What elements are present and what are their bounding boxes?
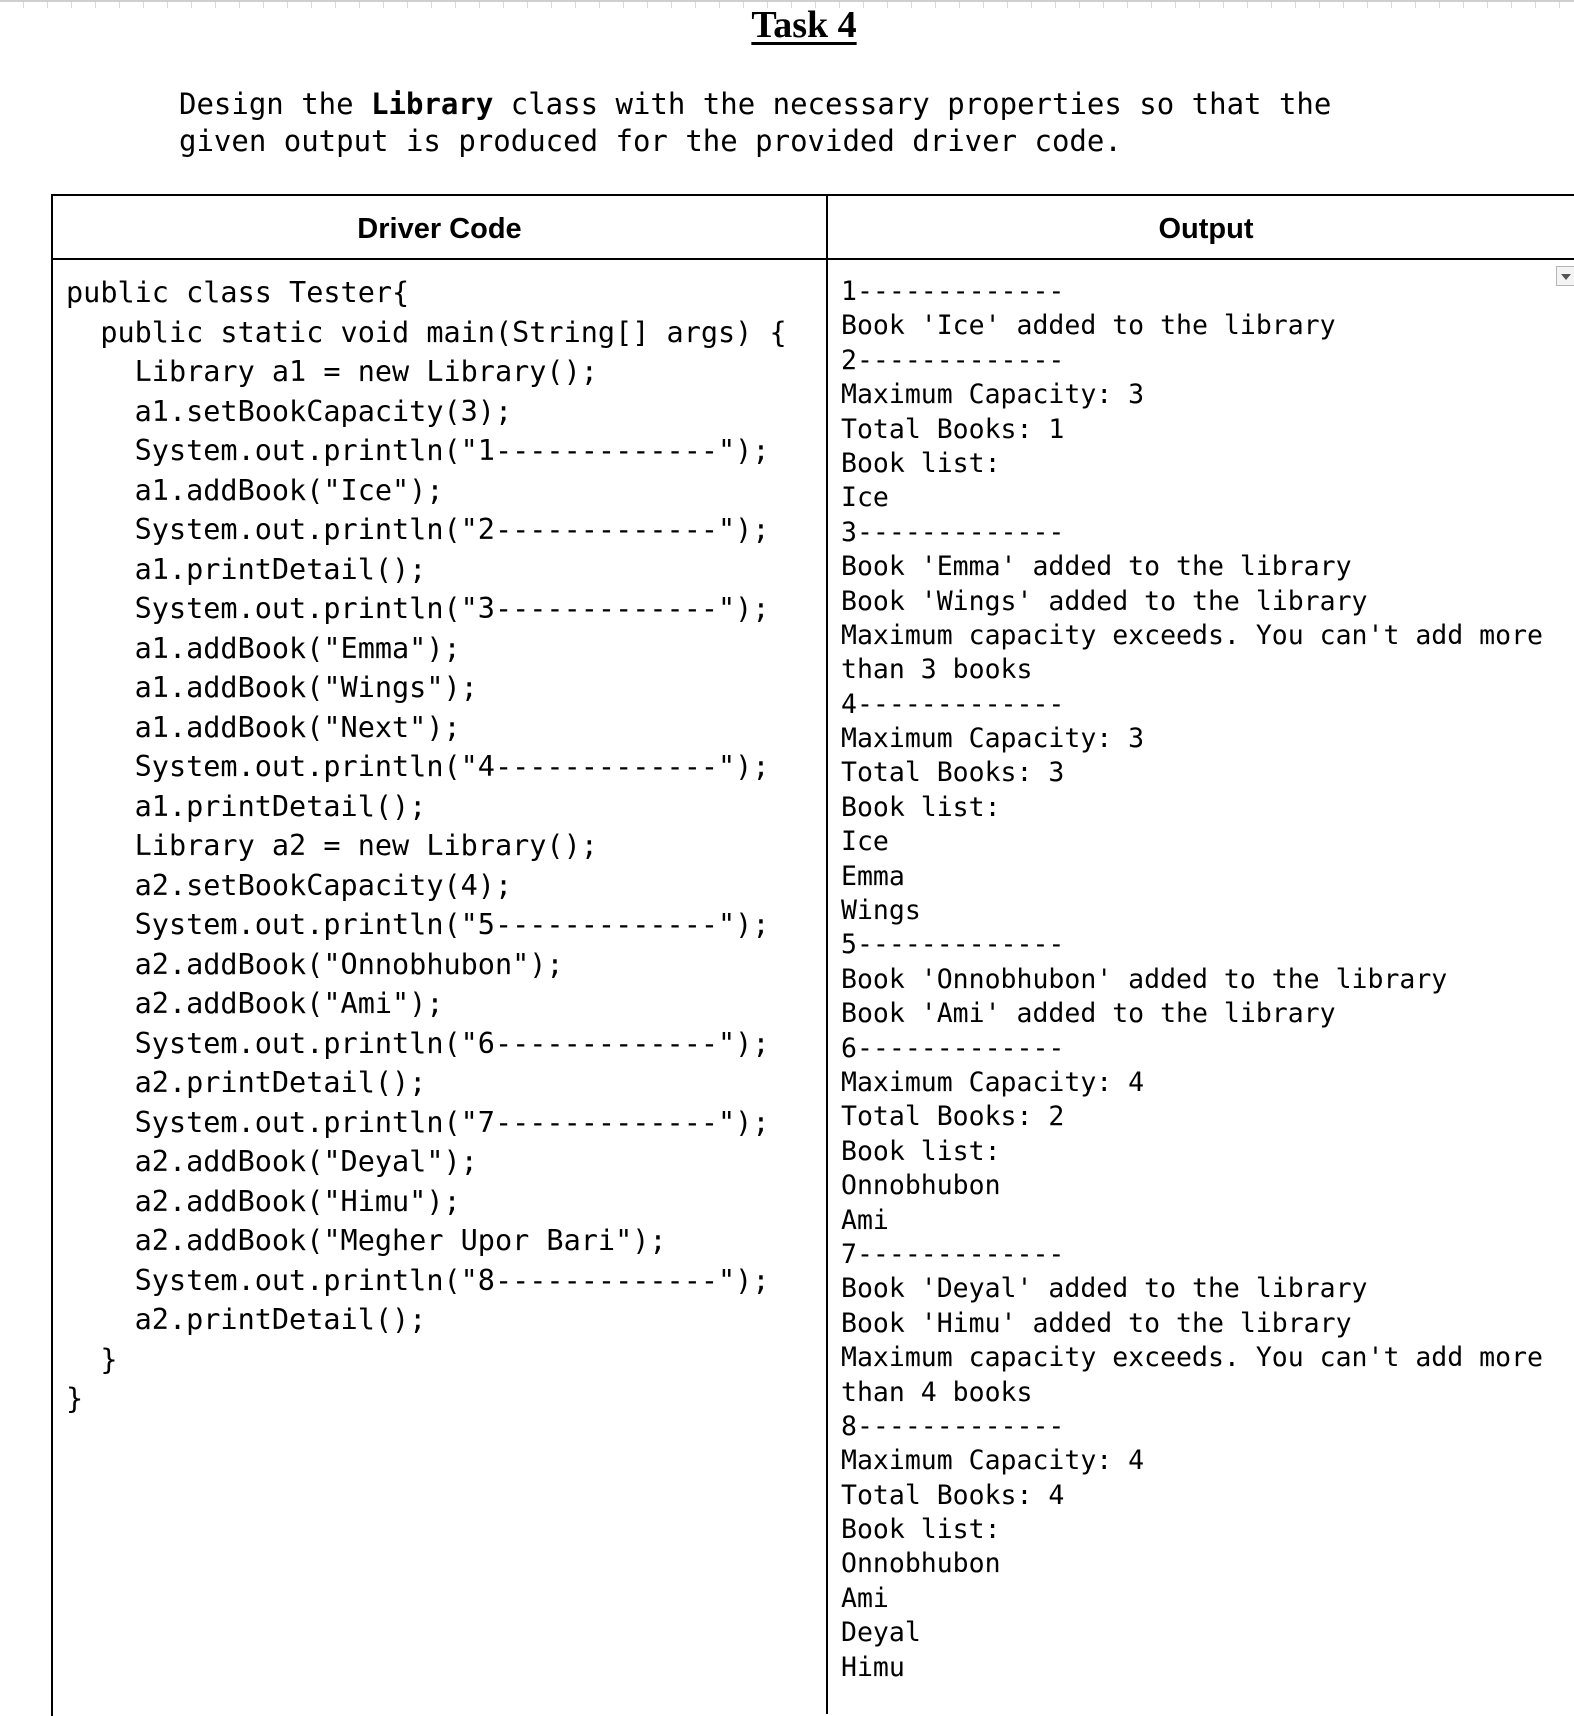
output-line: Book 'Ice' added to the library	[841, 310, 1336, 342]
output-line: Maximum Capacity: 4	[841, 1066, 1145, 1098]
output-line: Book 'Wings' added to the library	[841, 585, 1368, 617]
code-line: a1.addBook("Emma");	[66, 631, 461, 665]
code-line: a2.addBook("Megher Upor Bari");	[66, 1224, 667, 1257]
code-line: System.out.println("7-------------");	[66, 1105, 770, 1139]
output-line: 6-------------	[841, 1032, 1065, 1064]
output-line: 8-------------	[841, 1410, 1065, 1442]
code-line: System.out.println("3-------------");	[66, 592, 770, 625]
code-line: }	[66, 1382, 84, 1415]
output-line: 3-------------	[841, 516, 1065, 548]
code-line: System.out.println("1-------------");	[66, 434, 770, 467]
output-line: 4-------------	[841, 688, 1065, 720]
output-line: Emma	[841, 860, 905, 892]
output-line: Book list:	[841, 791, 1001, 823]
description-line-2: given output is produced for the provide…	[179, 124, 1122, 158]
output-line: Total Books: 4	[841, 1479, 1065, 1511]
code-line: a1.setBookCapacity(3);	[66, 394, 513, 428]
code-line: System.out.println("6-------------");	[66, 1026, 770, 1060]
code-line: System.out.println("4-------------");	[66, 750, 770, 783]
output-line: Maximum Capacity: 3	[841, 379, 1145, 411]
description-text: Design the	[179, 87, 372, 121]
output-line: Total Books: 1	[841, 413, 1065, 445]
output-cell[interactable]: 1-------------Book 'Ice' added to the li…	[841, 275, 1543, 1685]
output-line: than 3 books	[841, 654, 1033, 686]
output-line: Deyal	[841, 1617, 921, 1649]
output-line: Book 'Emma' added to the library	[841, 551, 1352, 583]
code-output-table	[51, 194, 1574, 1716]
output-line: Ami	[841, 1204, 889, 1236]
code-line: a1.addBook("Ice");	[66, 473, 444, 507]
task-description: Design the Library class with the necess…	[179, 86, 1479, 160]
code-line: a2.addBook("Himu");	[66, 1184, 461, 1218]
dropdown-arrow-icon[interactable]	[1556, 266, 1574, 286]
output-line: Ice	[841, 826, 889, 858]
class-name-emphasis: Library	[371, 87, 494, 121]
output-line: Book list:	[841, 1135, 1001, 1167]
output-line: 7-------------	[841, 1238, 1065, 1270]
output-line: Book 'Ami' added to the library	[841, 998, 1336, 1030]
output-line: Maximum Capacity: 3	[841, 723, 1145, 755]
code-line: public class Tester{	[66, 276, 410, 309]
page-title: Task 4	[751, 4, 857, 46]
output-line: Book 'Deyal' added to the library	[841, 1273, 1368, 1305]
code-line: System.out.println("8-------------");	[66, 1263, 770, 1297]
code-line: a1.printDetail();	[66, 789, 427, 823]
output-line: Total Books: 3	[841, 757, 1065, 789]
output-line: than 4 books	[841, 1376, 1033, 1408]
code-line: a2.addBook("Deyal");	[66, 1145, 478, 1178]
code-line: a2.setBookCapacity(4);	[66, 868, 513, 902]
description-line-1: Design the Library class with the necess…	[179, 86, 1479, 123]
output-line: Ami	[841, 1582, 889, 1614]
output-header: Output	[1158, 213, 1254, 245]
output-line: 2-------------	[841, 344, 1065, 376]
code-line: a2.printDetail();	[66, 1303, 427, 1336]
code-line: a2.addBook("Ami");	[66, 987, 444, 1020]
output-line: Maximum capacity exceeds. You can't add …	[841, 1342, 1543, 1374]
output-line: 1-------------	[841, 276, 1065, 307]
code-line: a1.addBook("Wings");	[66, 671, 478, 704]
column-divider	[826, 194, 828, 1714]
output-line: Book 'Himu' added to the library	[841, 1307, 1352, 1339]
output-line: Total Books: 2	[841, 1101, 1065, 1133]
output-line: Book list:	[841, 1514, 1001, 1546]
output-line: Maximum capacity exceeds. You can't add …	[841, 619, 1543, 651]
output-line: Maximum Capacity: 4	[841, 1445, 1145, 1477]
code-line: Library a1 = new Library();	[66, 355, 598, 388]
output-line: Book list:	[841, 447, 1001, 479]
code-line: }	[66, 1342, 118, 1376]
code-line: a1.addBook("Next");	[66, 710, 461, 744]
output-line: Onnobhubon	[841, 1548, 1001, 1580]
code-line: Library a2 = new Library();	[66, 829, 598, 862]
header-divider	[51, 258, 1574, 260]
driver-code-cell[interactable]: public class Tester{ public static void …	[66, 273, 787, 1419]
output-line: Himu	[841, 1651, 905, 1683]
driver-code-header: Driver Code	[357, 213, 522, 245]
code-line: a2.printDetail();	[66, 1066, 427, 1099]
code-line: System.out.println("5-------------");	[66, 908, 770, 941]
output-line: Book 'Onnobhubon' added to the library	[841, 963, 1448, 995]
output-line: 5-------------	[841, 929, 1065, 961]
output-line: Onnobhubon	[841, 1170, 1001, 1202]
description-text: class with the necessary properties so t…	[493, 87, 1332, 121]
code-line: System.out.println("2-------------");	[66, 513, 770, 546]
code-line: a1.printDetail();	[66, 552, 427, 586]
code-line: public static void main(String[] args) {	[66, 315, 787, 349]
output-line: Ice	[841, 482, 889, 514]
code-line: a2.addBook("Onnobhubon");	[66, 947, 564, 981]
horizontal-ruler	[0, 0, 1574, 8]
output-line: Wings	[841, 895, 921, 927]
